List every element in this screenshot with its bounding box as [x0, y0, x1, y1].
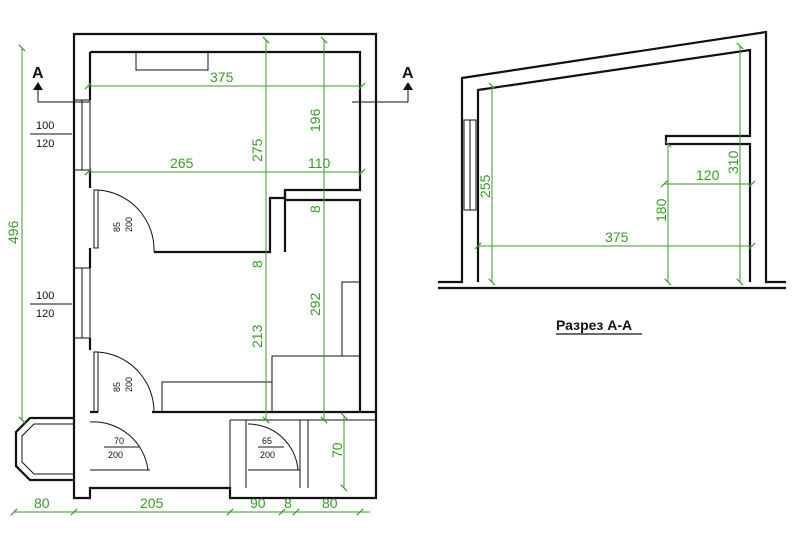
window-2-top: 100 — [36, 290, 54, 302]
door-3-b: 200 — [108, 450, 123, 460]
dim-bottom-8: 8 — [284, 495, 292, 511]
dim-section-width: 375 — [605, 229, 629, 245]
door-1-b: 200 — [124, 217, 134, 232]
door-2-a: 85 — [112, 382, 122, 392]
balcony-inner — [21, 423, 74, 475]
dim-section-step-height: 180 — [653, 198, 669, 222]
section-caption: Разрез А-А — [556, 317, 632, 333]
dim-lower-depth: 292 — [307, 292, 323, 316]
room-partition — [154, 196, 285, 254]
window-1-top: 100 — [36, 120, 54, 132]
dim-room-width: 265 — [170, 155, 194, 171]
door-upper — [93, 189, 155, 253]
section-marker-right: A — [402, 65, 414, 82]
section-view: 375 120 255 310 180 Разрез А-А — [438, 30, 786, 335]
door-lower — [93, 351, 155, 413]
dim-step-width: 110 — [308, 155, 331, 171]
balcony — [14, 416, 74, 482]
door-1-a: 85 — [112, 222, 122, 232]
dim-upper-full: 275 — [249, 138, 265, 162]
dim-upper-depth: 196 — [307, 108, 323, 132]
window-1-bottom: 120 — [36, 138, 54, 150]
dim-section-step-width: 120 — [696, 167, 720, 183]
section-dimensions: 375 120 255 310 180 — [474, 42, 756, 286]
section-line: A A — [32, 65, 414, 103]
dim-total-height: 496 — [5, 220, 21, 244]
sofa — [161, 381, 273, 413]
dim-bottom-80-right: 80 — [322, 495, 338, 511]
door-bath — [247, 423, 300, 471]
dim-bottom-205: 205 — [140, 495, 164, 511]
dim-wall-8a: 8 — [307, 205, 323, 213]
section-marker-left: A — [32, 65, 44, 82]
wardrobe — [341, 281, 361, 357]
door-4-a: 65 — [262, 436, 272, 446]
dim-bath-depth: 70 — [329, 442, 345, 458]
dim-bottom-90: 90 — [250, 495, 266, 511]
door-4-b: 200 — [260, 450, 275, 460]
dim-section-height: 255 — [477, 174, 493, 198]
door-2-b: 200 — [124, 377, 134, 392]
door-balcony — [89, 421, 150, 471]
dim-bottom-80-left: 80 — [34, 495, 50, 511]
plan-dimensions: 375 265 110 196 275 8 8 292 213 70 496 8… — [5, 36, 370, 516]
section-outer — [438, 30, 786, 290]
window-2-bottom: 120 — [36, 308, 54, 320]
section-inner — [476, 48, 752, 282]
door-3-a: 70 — [114, 436, 124, 446]
bed — [271, 355, 361, 413]
dim-top-width: 375 — [210, 69, 234, 85]
dim-section-total: 310 — [725, 150, 741, 174]
floor-plan: A A 100 120 100 120 85 200 85 200 70 200… — [5, 32, 414, 516]
dim-lower-left: 213 — [249, 324, 265, 348]
top-counter — [135, 51, 209, 71]
dim-wall-8b: 8 — [249, 260, 265, 268]
